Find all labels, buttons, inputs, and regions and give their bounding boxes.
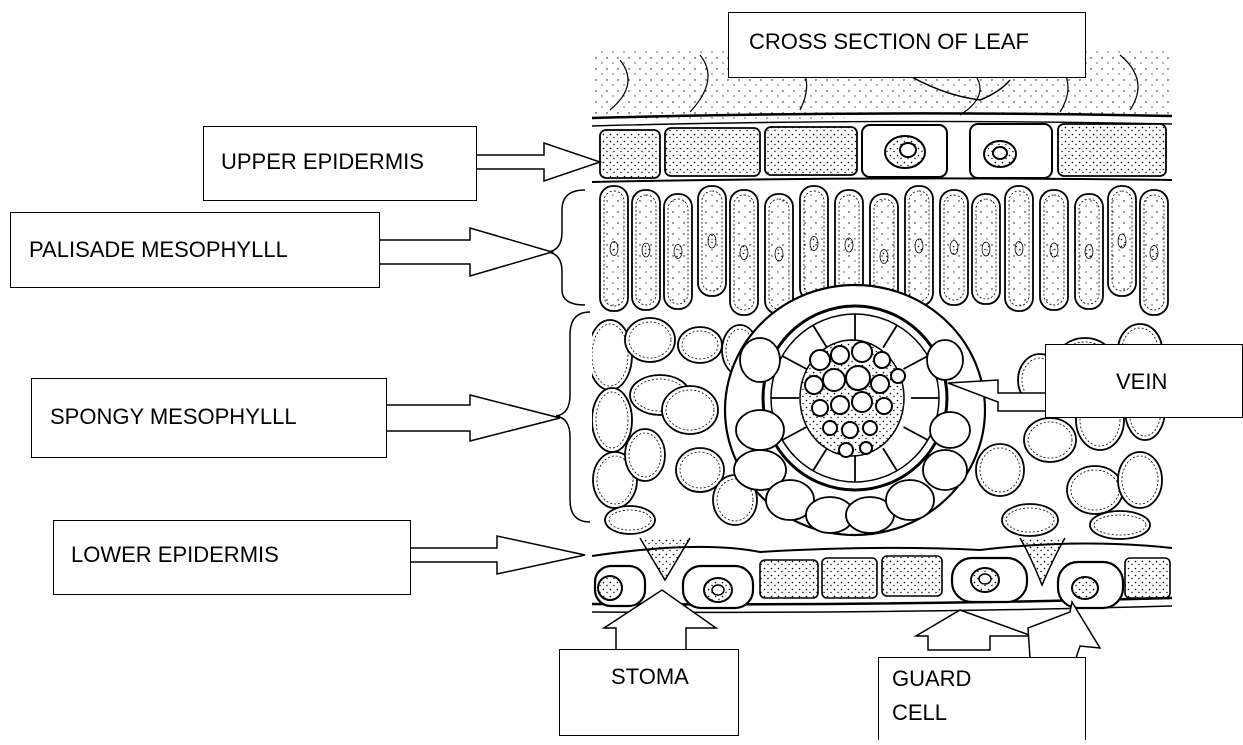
bundle-sheath-cell xyxy=(886,480,934,520)
xylem-cell xyxy=(842,422,858,438)
palisade-nucleus xyxy=(674,245,682,259)
bundle-sheath-cell xyxy=(930,412,970,448)
palisade-nucleus xyxy=(1015,242,1023,256)
bundle-sheath-cell xyxy=(736,410,784,450)
xylem-cell xyxy=(860,442,872,454)
stoma-box: STOMA xyxy=(559,649,739,736)
upper-epidermis-label: UPPER EPIDERMIS xyxy=(221,149,424,175)
guard-cell-arrow-left xyxy=(916,610,1032,650)
vein-label: VEIN xyxy=(1116,369,1167,395)
spongy-mesophyll-box: SPONGY MESOPHYLLL xyxy=(31,378,387,458)
xylem-cell xyxy=(871,375,889,393)
palisade-nucleus xyxy=(1118,234,1126,248)
guard-cell-arrow-right xyxy=(1028,602,1100,658)
spongy-cell xyxy=(592,388,632,452)
bundle-sheath-cell xyxy=(740,338,780,382)
upper-epidermis-arrow xyxy=(475,143,600,181)
palisade-nucleus xyxy=(708,234,716,248)
palisade-nucleus xyxy=(1050,243,1058,257)
palisade-nucleus xyxy=(845,238,853,252)
spongy-cell xyxy=(1067,466,1123,514)
bundle-sheath-cell xyxy=(927,340,963,380)
palisade-bracket xyxy=(548,190,585,305)
spongy-mesophyll-label: SPONGY MESOPHYLLL xyxy=(50,404,297,430)
xylem-cell xyxy=(846,366,870,390)
xylem-cell xyxy=(831,396,849,414)
spongy-cell xyxy=(662,386,718,434)
xylem-cell xyxy=(831,346,849,364)
palisade-nucleus xyxy=(775,247,783,261)
lower-epidermis-arrow xyxy=(410,536,585,574)
palisade-nucleus xyxy=(740,246,748,260)
upper-epidermis xyxy=(592,113,1172,182)
xylem-cell xyxy=(874,352,890,368)
bundle-sheath-cell xyxy=(923,450,967,490)
xylem-cell xyxy=(852,342,872,362)
guard-cell-label-line1: GUARD xyxy=(892,666,971,692)
palisade-nucleus xyxy=(982,242,990,256)
upper-epidermis-box: UPPER EPIDERMIS xyxy=(203,126,477,201)
diagram-title: CROSS SECTION OF LEAF xyxy=(749,29,1029,55)
xylem-cell xyxy=(810,350,830,370)
guard-cell-label-line2: CELL xyxy=(892,700,947,726)
palisade-nucleus xyxy=(915,239,923,253)
spongy-cell xyxy=(625,429,665,481)
spongy-cell xyxy=(588,320,632,390)
vein-bundle xyxy=(725,285,985,535)
xylem-cell xyxy=(823,421,837,435)
palisade-nucleus xyxy=(642,243,650,257)
xylem-cell xyxy=(863,421,877,435)
xylem-cell xyxy=(839,443,853,457)
title-box: CROSS SECTION OF LEAF xyxy=(728,12,1086,78)
xylem-cell xyxy=(852,392,872,412)
palisade-mesophyll-box: PALISADE MESOPHYLLL xyxy=(10,212,380,288)
spongy-cell xyxy=(1024,418,1076,462)
xylem-cell xyxy=(891,369,905,383)
spongy-cell xyxy=(678,327,722,363)
palisade-arrow xyxy=(378,228,552,276)
spongy-arrow xyxy=(385,395,560,441)
xylem-cell xyxy=(823,369,845,391)
palisade-nucleus xyxy=(880,250,888,264)
xylem-cell xyxy=(812,400,828,416)
stoma-label: STOMA xyxy=(611,664,689,690)
palisade-mesophyll-label: PALISADE MESOPHYLLL xyxy=(29,237,288,263)
lower-epidermis-box: LOWER EPIDERMIS xyxy=(53,520,411,595)
lower-epidermis-label: LOWER EPIDERMIS xyxy=(71,542,279,568)
spongy-cell xyxy=(976,444,1024,496)
guard-cell-box: GUARD CELL xyxy=(878,657,1086,740)
xylem-cell xyxy=(876,398,892,414)
spongy-cell xyxy=(1118,452,1162,508)
palisade-nucleus xyxy=(610,242,618,256)
palisade-nucleus xyxy=(950,241,958,255)
spongy-cell xyxy=(625,318,675,362)
spongy-cell xyxy=(1002,504,1058,536)
palisade-nucleus xyxy=(1085,245,1093,259)
palisade-nucleus xyxy=(1150,246,1158,260)
spongy-bracket xyxy=(556,312,590,522)
vein-box: VEIN xyxy=(1045,344,1243,418)
xylem-cell xyxy=(805,376,823,394)
palisade-nucleus xyxy=(810,237,818,251)
